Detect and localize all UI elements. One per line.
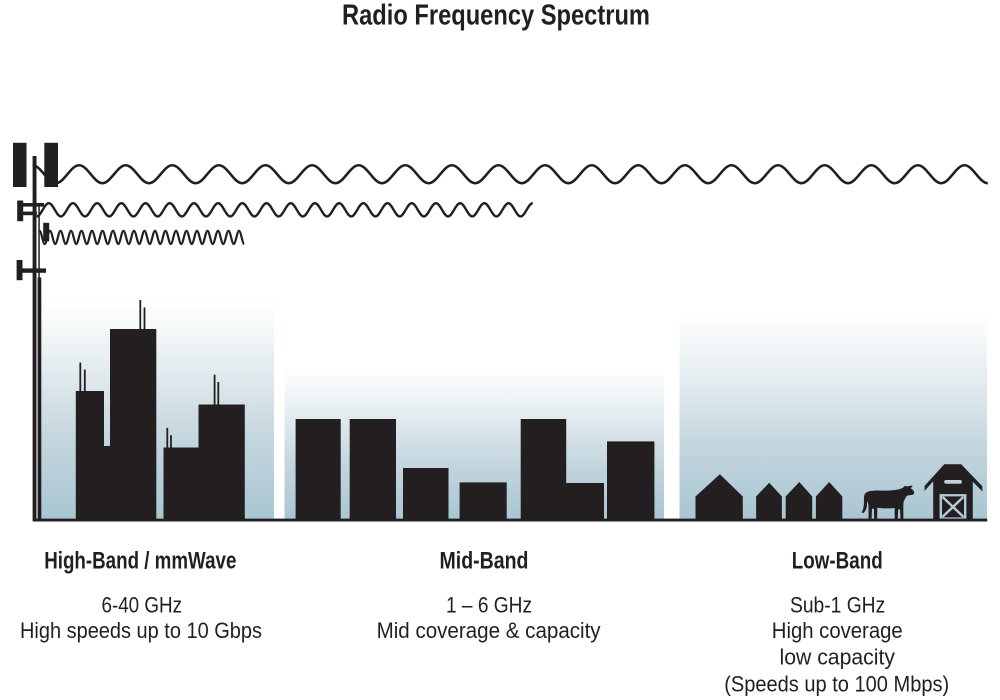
svg-text:High speeds up to 10 Gbps: High speeds up to 10 Gbps — [20, 618, 262, 643]
svg-text:Low-Band: Low-Band — [792, 548, 883, 575]
svg-text:Radio Frequency Spectrum: Radio Frequency Spectrum — [342, 0, 650, 32]
svg-text:Sub-1 GHz: Sub-1 GHz — [790, 592, 885, 617]
svg-text:(Speeds up to 100 Mbps): (Speeds up to 100 Mbps) — [724, 671, 949, 696]
svg-text:Mid coverage & capacity: Mid coverage & capacity — [377, 618, 601, 643]
svg-text:High coverage: High coverage — [772, 618, 903, 643]
svg-text:6-40 GHz: 6-40 GHz — [102, 592, 183, 617]
svg-text:High-Band / mmWave: High-Band / mmWave — [44, 548, 236, 575]
svg-text:Mid-Band: Mid-Band — [440, 548, 529, 575]
svg-text:low capacity: low capacity — [780, 645, 896, 670]
svg-text:1 – 6 GHz: 1 – 6 GHz — [446, 592, 532, 617]
